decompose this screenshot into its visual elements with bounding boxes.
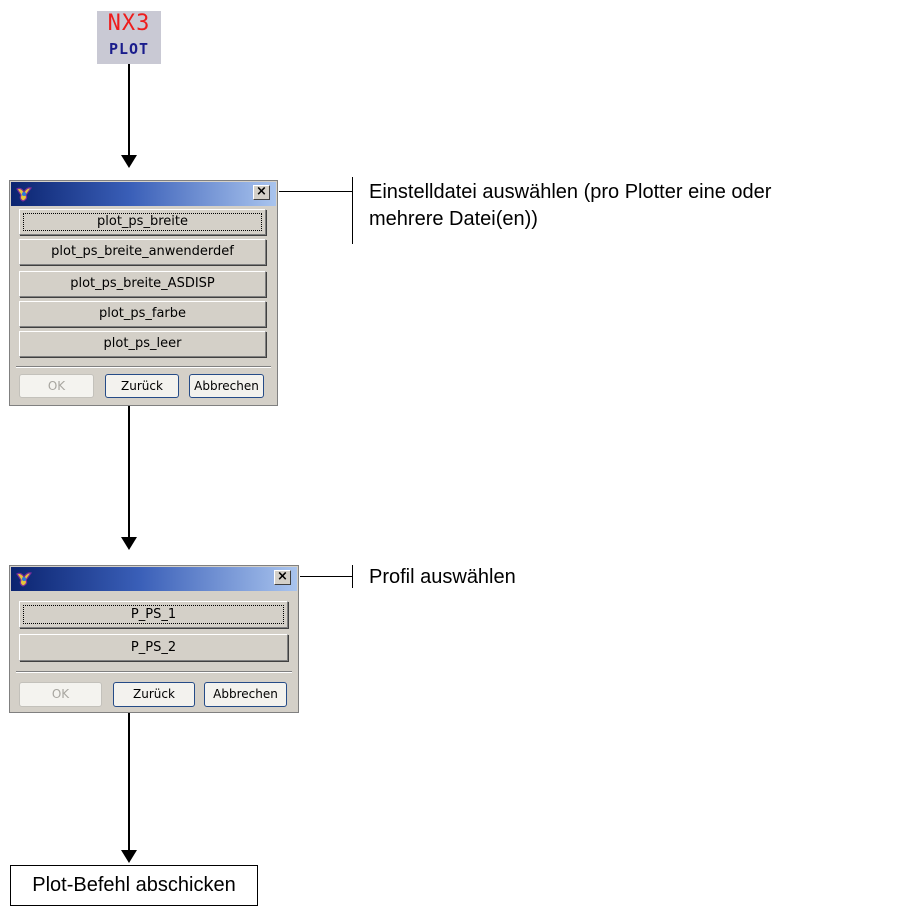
option-label: P_PS_1 bbox=[130, 607, 177, 622]
close-button[interactable]: × bbox=[274, 570, 291, 585]
ok-label: OK bbox=[47, 379, 66, 393]
app-logo-icon bbox=[16, 572, 33, 587]
option-label: P_PS_2 bbox=[130, 640, 177, 655]
option-label: plot_ps_breite_anwenderdef bbox=[51, 244, 234, 259]
dialog-title-bar[interactable]: × bbox=[11, 567, 297, 591]
cancel-button[interactable]: Abbrechen bbox=[204, 682, 287, 707]
option-label: plot_ps_farbe bbox=[98, 306, 187, 321]
option-button[interactable]: plot_ps_breite_ASDISP bbox=[19, 271, 266, 297]
option-label: plot_ps_leer bbox=[103, 336, 182, 351]
option-button[interactable]: plot_ps_farbe bbox=[19, 301, 266, 327]
flow-arrow-1-line bbox=[128, 64, 130, 156]
annotation-1-bracket bbox=[352, 177, 353, 244]
flow-arrow-2-head bbox=[121, 537, 137, 550]
annotation-1-connector bbox=[279, 191, 353, 192]
dialog-separator bbox=[16, 671, 292, 673]
option-button[interactable]: P_PS_1 bbox=[19, 601, 288, 628]
option-button[interactable]: plot_ps_breite bbox=[19, 209, 266, 235]
annotation-profile: Profil auswählen bbox=[369, 566, 516, 588]
flow-arrow-1-head bbox=[121, 155, 137, 168]
icon-plot-text: PLOT bbox=[108, 40, 150, 58]
annotation-settings-file: Einstelldatei auswählen (pro Plotter ein… bbox=[369, 179, 904, 233]
option-button[interactable]: P_PS_2 bbox=[19, 634, 288, 661]
dialog-title-bar[interactable]: × bbox=[11, 182, 276, 206]
close-button[interactable]: × bbox=[253, 185, 270, 200]
annotation-2-connector bbox=[300, 576, 353, 577]
back-label: Zurück bbox=[121, 379, 163, 393]
app-logo-icon bbox=[16, 187, 33, 202]
annotation-2-bracket bbox=[352, 565, 353, 588]
close-icon: × bbox=[277, 569, 288, 584]
ok-button[interactable]: OK bbox=[19, 374, 94, 398]
settings-file-dialog: × plot_ps_breite plot_ps_breite_anwender… bbox=[9, 180, 278, 406]
flow-arrow-2-line bbox=[128, 406, 130, 538]
annotation-1-line-2: mehrere Datei(en)) bbox=[369, 208, 538, 230]
back-label: Zurück bbox=[133, 687, 175, 701]
final-step-box: Plot-Befehl abschicken bbox=[10, 865, 258, 906]
ok-label: OK bbox=[51, 687, 70, 701]
option-button[interactable]: plot_ps_breite_anwenderdef bbox=[19, 239, 266, 265]
nx3-plot-icon[interactable]: NX3 PLOT bbox=[97, 11, 161, 64]
cancel-label: Abbrechen bbox=[213, 687, 278, 701]
icon-nx3-text: NX3 bbox=[107, 11, 151, 36]
close-icon: × bbox=[256, 184, 267, 199]
annotation-1-line-1: Einstelldatei auswählen (pro Plotter ein… bbox=[369, 181, 772, 203]
profile-dialog: × P_PS_1 P_PS_2 OK Zurück Abbrechen bbox=[9, 565, 299, 713]
flow-arrow-3-line bbox=[128, 713, 130, 851]
option-label: plot_ps_breite bbox=[97, 214, 188, 229]
flow-arrow-3-head bbox=[121, 850, 137, 863]
cancel-label: Abbrechen bbox=[194, 379, 259, 393]
final-step-label: Plot-Befehl abschicken bbox=[32, 874, 236, 896]
back-button[interactable]: Zurück bbox=[113, 682, 195, 707]
ok-button[interactable]: OK bbox=[19, 682, 102, 707]
option-button[interactable]: plot_ps_leer bbox=[19, 331, 266, 357]
cancel-button[interactable]: Abbrechen bbox=[189, 374, 264, 398]
back-button[interactable]: Zurück bbox=[105, 374, 179, 398]
option-label: plot_ps_breite_ASDISP bbox=[70, 276, 215, 291]
dialog-separator bbox=[16, 366, 271, 368]
